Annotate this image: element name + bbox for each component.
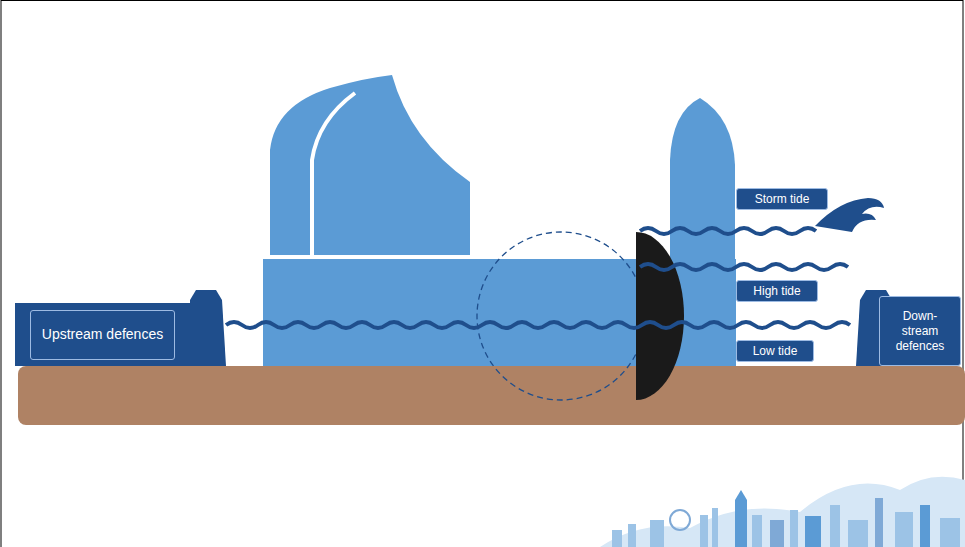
upstream-bank bbox=[15, 303, 191, 366]
river-bed bbox=[18, 366, 965, 425]
barrier-gate bbox=[636, 232, 684, 400]
pier-hood bbox=[270, 75, 470, 255]
water-line bbox=[226, 322, 850, 328]
barrier-pier bbox=[263, 259, 636, 366]
box-text: High tide bbox=[753, 284, 800, 299]
tide-label-box: Storm tide bbox=[736, 188, 828, 210]
water-line bbox=[640, 228, 816, 234]
water-line bbox=[640, 264, 848, 270]
london-skyline bbox=[600, 477, 965, 547]
box-text: Down- stream defences bbox=[884, 309, 956, 354]
defence-wall bbox=[190, 290, 226, 366]
defences-box: Down- stream defences bbox=[879, 296, 961, 366]
water-lines bbox=[226, 228, 850, 328]
box-text: Storm tide bbox=[755, 192, 810, 207]
tide-label-box: High tide bbox=[736, 280, 818, 302]
tide-label-box: Low tide bbox=[736, 340, 814, 362]
defences-box: Upstream defences bbox=[30, 310, 175, 360]
box-text: Low tide bbox=[753, 344, 798, 359]
gate-rotation-path bbox=[477, 232, 645, 400]
hood-line bbox=[312, 93, 355, 255]
box-text: Upstream defences bbox=[42, 326, 163, 344]
